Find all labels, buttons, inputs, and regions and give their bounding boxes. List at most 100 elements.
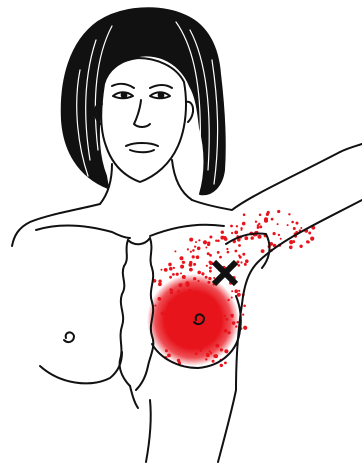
pain-dot: [257, 226, 260, 229]
pain-dot: [209, 261, 212, 264]
pain-dot: [205, 247, 207, 249]
pain-dot: [226, 318, 229, 321]
pain-dot: [179, 283, 183, 287]
pain-dot: [209, 270, 212, 273]
pain-dot: [236, 225, 238, 227]
pain-dot: [170, 291, 174, 295]
neck-right: [172, 160, 192, 200]
pain-dot: [230, 225, 233, 228]
left-pupil: [122, 93, 127, 98]
pain-dot: [189, 263, 193, 267]
pain-dot: [235, 325, 237, 327]
pain-dot: [168, 304, 172, 308]
pain-dot: [207, 281, 210, 284]
pain-dot: [251, 236, 254, 239]
left-shoulder: [12, 204, 100, 246]
figure-line-art: [12, 8, 362, 462]
pain-dot: [193, 263, 196, 266]
pain-dot: [181, 300, 183, 302]
pain-dot: [212, 360, 215, 363]
pain-dot: [205, 276, 208, 279]
pain-dot: [207, 242, 210, 245]
pain-dot: [232, 321, 236, 325]
pain-dot: [243, 326, 247, 330]
pain-dot: [164, 268, 168, 272]
pain-dot: [235, 250, 238, 253]
pain-dot: [209, 267, 212, 270]
pain-dot: [193, 277, 196, 280]
pain-dot: [226, 248, 228, 250]
pain-dot: [231, 232, 233, 234]
pain-dot: [215, 240, 217, 242]
pain-dot: [169, 267, 173, 271]
pain-dot: [197, 271, 201, 275]
right-pupil: [159, 93, 164, 98]
pain-dot: [277, 223, 279, 225]
pain-dot: [161, 269, 163, 271]
pain-dot: [267, 211, 270, 214]
pain-dot: [180, 265, 184, 269]
pain-dot: [258, 235, 262, 239]
pain-dot: [196, 255, 200, 259]
pain-dot: [199, 347, 202, 350]
pain-dot: [182, 261, 185, 264]
pain-dot: [231, 316, 233, 318]
pain-dot: [209, 254, 212, 257]
pain-dot: [240, 261, 242, 263]
pain-dot: [238, 290, 240, 292]
pain-dot: [308, 232, 311, 235]
pain-dot: [261, 249, 265, 253]
pain-dot: [215, 344, 219, 348]
right-clavicle: [150, 225, 224, 236]
pain-dot: [197, 280, 199, 282]
pain-dot: [228, 331, 231, 334]
pain-dot: [231, 297, 233, 299]
pain-dot: [241, 229, 243, 231]
pain-dot: [187, 283, 190, 286]
pain-dot: [170, 288, 173, 291]
sternum-notch: [128, 238, 150, 244]
pain-dot: [242, 222, 246, 226]
pain-dot: [224, 349, 228, 353]
pain-dot: [238, 255, 240, 257]
pain-dot: [217, 251, 220, 254]
pain-dot: [209, 236, 212, 239]
pain-dot: [220, 348, 223, 351]
pain-dot: [180, 256, 184, 260]
pain-dot: [197, 247, 201, 251]
pain-dot: [190, 251, 192, 253]
pain-dot: [288, 213, 290, 215]
pain-dot: [210, 352, 212, 354]
pain-dot: [307, 241, 310, 244]
left-nipple: [64, 332, 74, 342]
pain-dot: [189, 268, 193, 272]
pain-dot: [198, 239, 200, 241]
pain-dot: [291, 221, 294, 224]
pain-dot: [237, 293, 241, 297]
pain-dot: [296, 222, 299, 225]
pain-dot: [242, 253, 245, 256]
pain-dot: [176, 300, 179, 303]
pain-dot: [167, 354, 171, 358]
pain-dot: [221, 231, 224, 234]
pain-dot: [174, 250, 176, 252]
referred-pain-zone: [147, 210, 315, 367]
pain-dot: [206, 353, 210, 357]
pain-dot: [258, 223, 260, 225]
pain-dot: [192, 249, 195, 252]
pain-dot: [234, 231, 238, 235]
pain-dot: [158, 280, 161, 283]
pain-dot: [203, 240, 207, 244]
pain-dot: [177, 343, 179, 345]
pain-dot: [176, 273, 179, 276]
pain-dot: [165, 349, 168, 352]
pain-dot: [289, 246, 293, 250]
pain-dot: [244, 263, 247, 266]
pain-dot: [177, 290, 180, 293]
pain-dot: [194, 246, 196, 248]
pain-dot: [189, 238, 193, 242]
pain-dot: [168, 263, 172, 267]
pain-dot: [231, 290, 233, 292]
pain-dot: [238, 244, 241, 247]
pain-dot: [187, 248, 189, 250]
